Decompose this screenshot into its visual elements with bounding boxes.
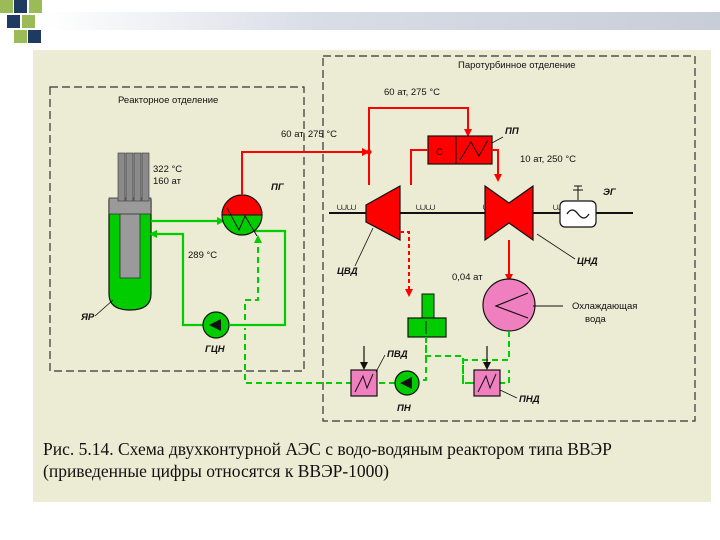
npp-schematic: Реакторное отделение Паротурбинное отдел… xyxy=(49,55,696,422)
figure-caption: Рис. 5.14. Схема двухконтурной АЭС с вод… xyxy=(43,438,703,482)
steam-generator xyxy=(221,194,263,237)
generator-abbr: ЭГ xyxy=(603,187,617,198)
deco-square-green-4 xyxy=(14,30,27,43)
hp-heater xyxy=(350,369,378,397)
lp-cylinder xyxy=(484,184,534,242)
hp-exhaust-pipe xyxy=(410,149,428,185)
deaerator xyxy=(407,293,447,338)
turbine-section-frame xyxy=(322,55,696,422)
hp-cylinder xyxy=(365,184,401,241)
cooling-water-label-1: Охлаждающая xyxy=(572,301,637,312)
hp-cylinder-abbr: ЦВД xyxy=(337,266,358,277)
lp-heater-abbr: ПНД xyxy=(519,394,540,405)
deco-square-green-1 xyxy=(0,0,13,13)
steam-generator-abbr: ПГ xyxy=(271,182,285,193)
figure-panel: Реакторное отделение Паротурбинное отдел… xyxy=(33,50,711,502)
deco-header-band xyxy=(44,12,720,30)
deco-square-green-2 xyxy=(29,0,42,13)
return-temp-label: 289 °С xyxy=(188,250,217,261)
deco-square-navy-1 xyxy=(14,0,27,13)
bearing-mark-2: ⩊⩊ xyxy=(416,202,436,213)
lp-cylinder-abbr: ЦНД xyxy=(577,256,598,267)
reactor xyxy=(108,152,152,311)
cold-leg-pipe xyxy=(149,230,203,327)
top-steam-label: 60 ат, 275 °С xyxy=(384,87,440,98)
condenser-pressure-label: 0,04 ат xyxy=(452,272,483,283)
cooling-water-label-2: вода xyxy=(585,314,607,325)
reactor-temp-label: 322 °С xyxy=(153,164,182,175)
caption-line-2: (приведенные цифры относятся к ВВЭР-1000… xyxy=(43,461,390,481)
electric-generator xyxy=(559,185,597,228)
deco-square-navy-3 xyxy=(28,30,41,43)
superheater-steam-pipe xyxy=(368,107,472,152)
main-pump-abbr: ГЦН xyxy=(205,344,226,355)
separator-mark: С xyxy=(436,147,443,158)
lp-steam-label: 10 ат, 250 °С xyxy=(520,154,576,165)
main-steam-pipe xyxy=(241,148,370,195)
caption-line-1: Рис. 5.14. Схема двухконтурной АЭС с вод… xyxy=(43,439,612,459)
reactor-section-title: Реакторное отделение xyxy=(118,95,218,106)
lp-heater xyxy=(473,369,501,397)
deco-square-navy-2 xyxy=(7,15,20,28)
lp-feed-pipe xyxy=(492,149,502,182)
hp-extraction-pipe xyxy=(400,231,413,297)
superheater-abbr: ПП xyxy=(505,126,519,137)
reactor-abbr: ЯР xyxy=(80,312,95,323)
main-steam-label: 60 ат, 275 °С xyxy=(281,129,337,140)
hp-heater-abbr: ПВД xyxy=(387,349,408,360)
feedwater-pipe xyxy=(244,328,352,384)
bearing-mark-1: ⩊⩊ xyxy=(337,202,357,213)
reactor-pressure-label: 160 ат xyxy=(153,176,182,187)
reactor-section-frame xyxy=(49,86,305,372)
deco-square-green-3 xyxy=(22,15,35,28)
feed-pump-abbr: ПН xyxy=(397,403,412,414)
turbine-section-title: Паротурбинное отделение xyxy=(458,60,576,71)
condenser xyxy=(482,278,536,332)
